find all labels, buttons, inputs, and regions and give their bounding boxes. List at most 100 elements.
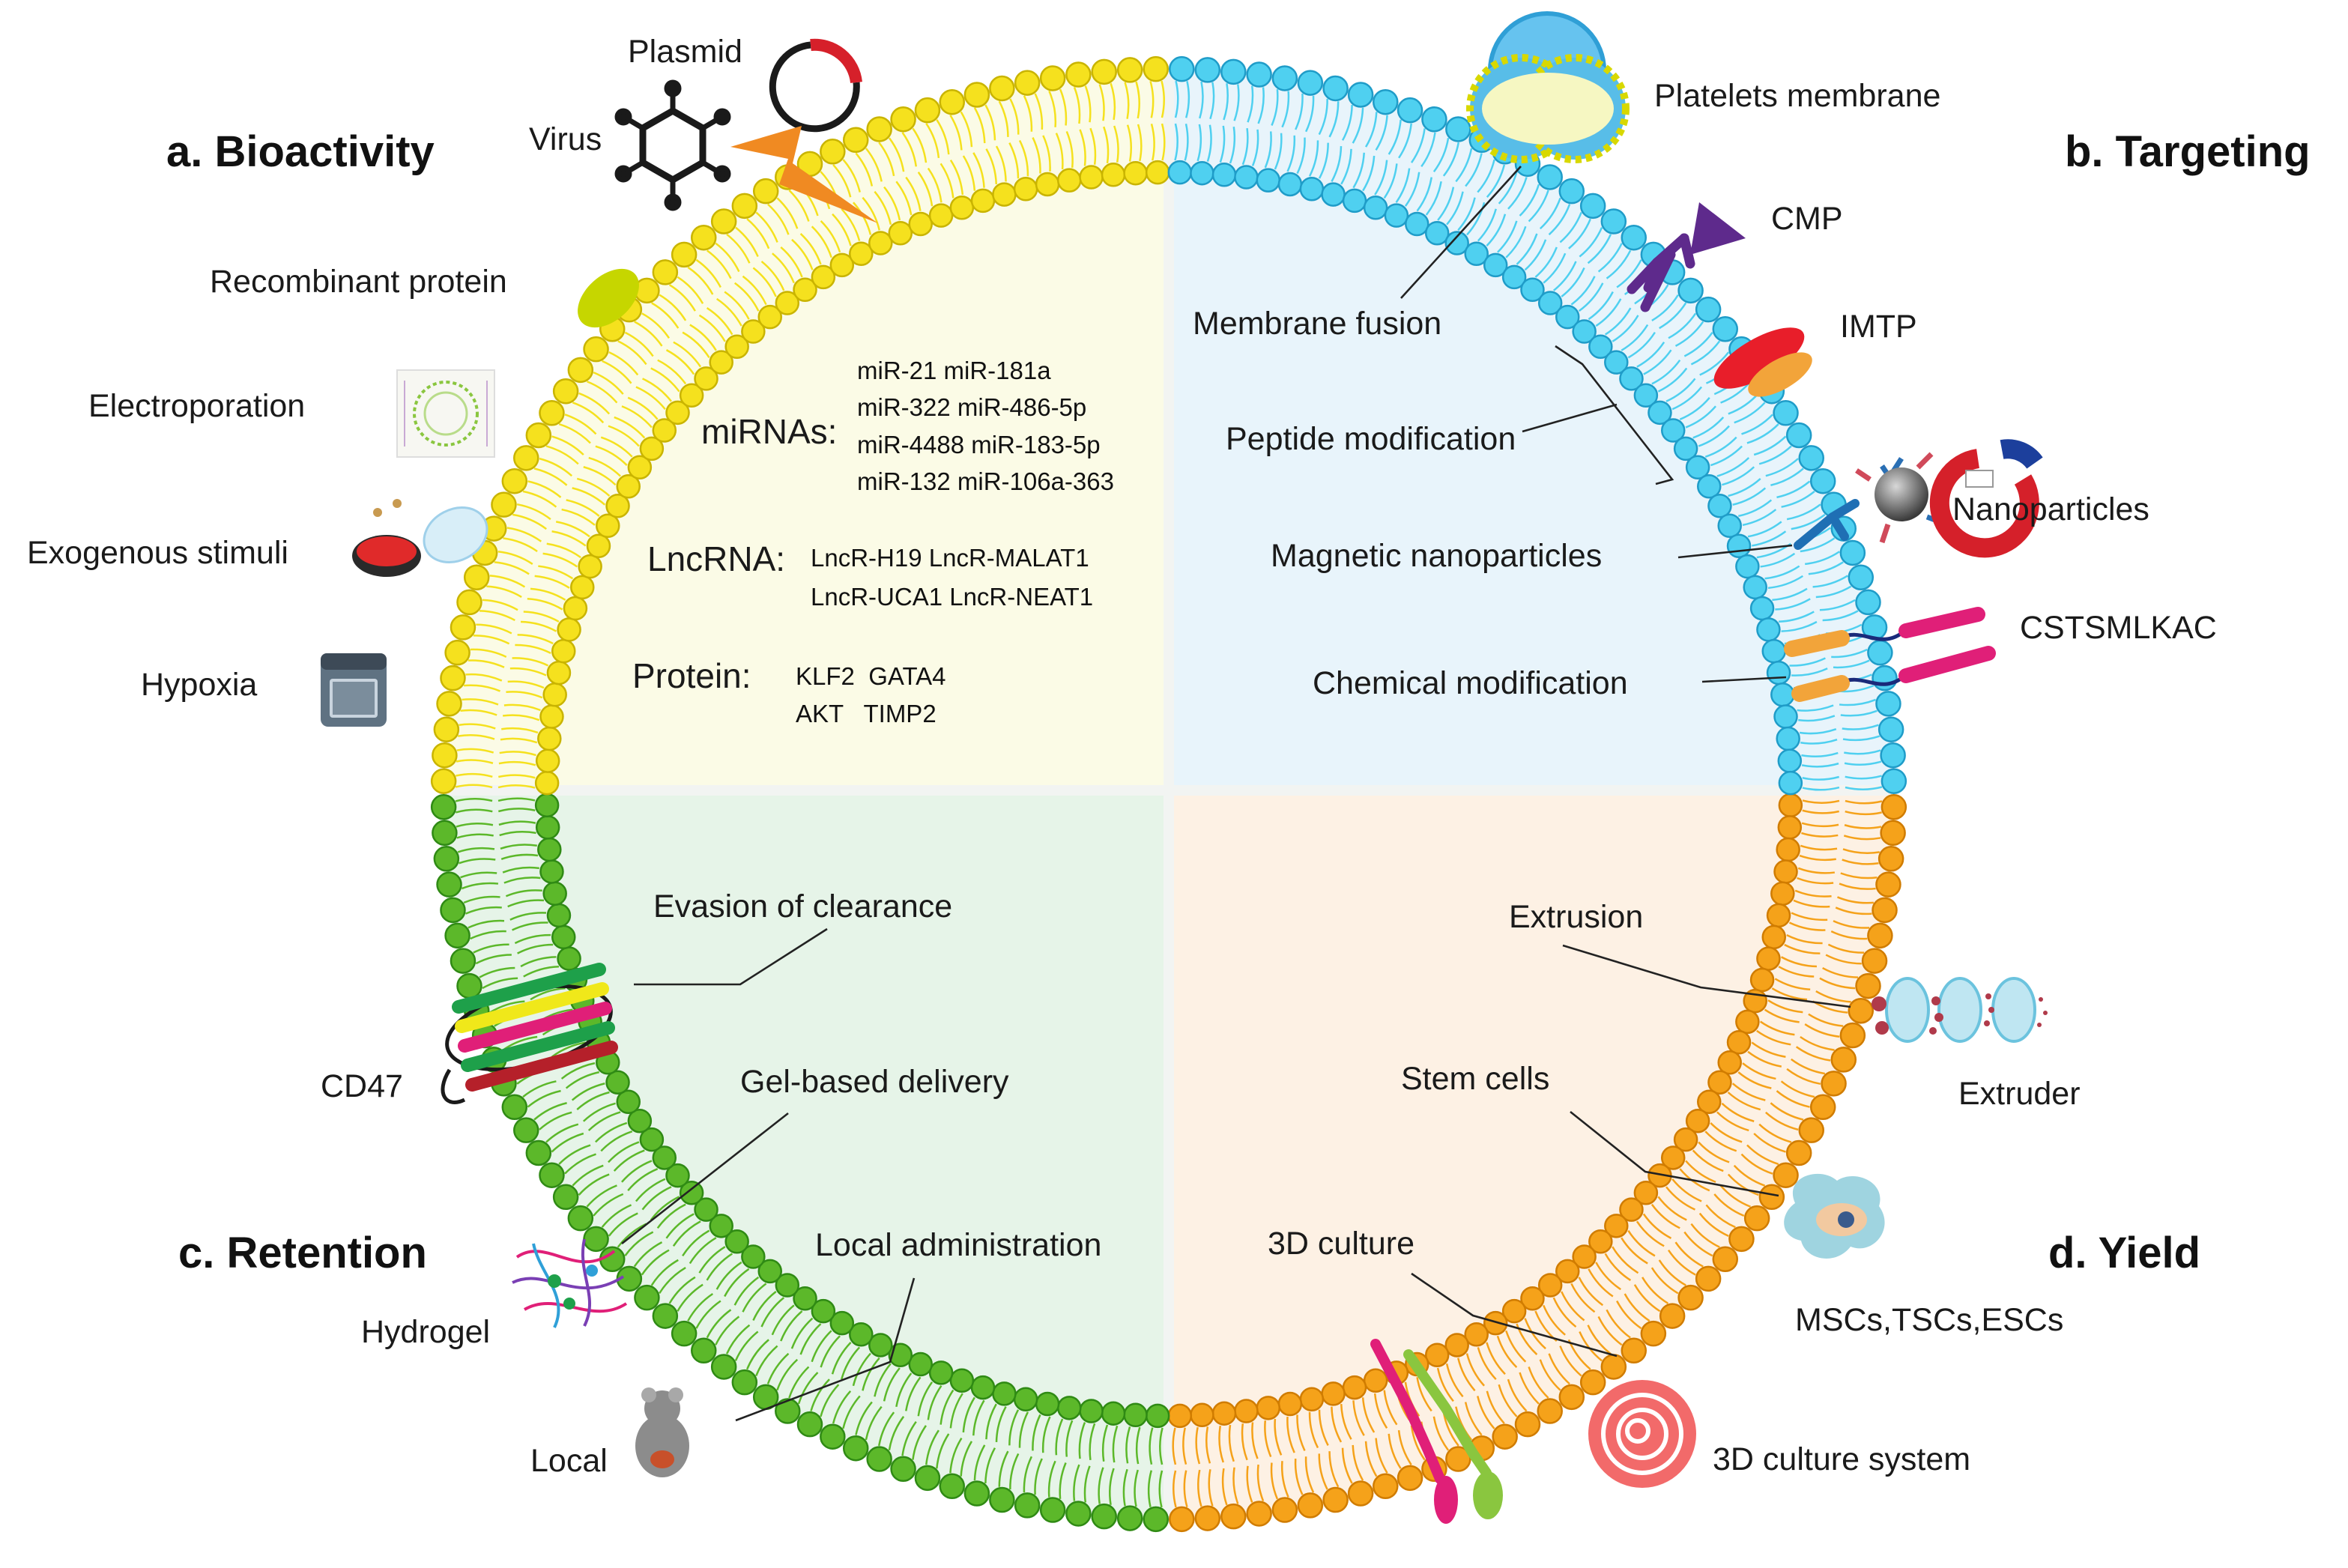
lipid-tail [695, 1300, 721, 1329]
lipid-head [908, 211, 933, 237]
lipid-tail [1587, 1325, 1612, 1355]
lipid-head [1726, 1030, 1752, 1055]
lipid-tail [1341, 104, 1353, 141]
lipid-tail [1477, 1347, 1497, 1381]
label-local: Local [530, 1443, 608, 1479]
lipid-tail [1704, 436, 1737, 458]
lipid-tail [1597, 243, 1623, 273]
lipid-tail [545, 445, 579, 465]
lipid-head [775, 1273, 800, 1298]
lipid-tail [1808, 1013, 1844, 1027]
lipid-tail [613, 1149, 645, 1172]
label-cmp: CMP [1771, 201, 1843, 237]
lipid-head [567, 1205, 594, 1232]
lipid-tail [1819, 977, 1856, 990]
lipid-tail [621, 1160, 653, 1183]
lipid-tail [1404, 172, 1420, 207]
lipid-tail [665, 349, 695, 375]
lipid-tail [1159, 1427, 1164, 1465]
lipid-tail [527, 480, 562, 498]
lipid-tail [1780, 956, 1817, 968]
lipid-tail [841, 208, 861, 241]
lipid-tail [1018, 1411, 1029, 1448]
mirna-line-1: miR-21 miR-181a [857, 357, 1051, 384]
lipid-tail [917, 172, 934, 207]
lipid-head [1778, 770, 1803, 796]
lipid-tail [512, 921, 548, 931]
lipid-tail [1791, 912, 1828, 921]
lipid-tail [551, 1132, 584, 1153]
lipid-head [1588, 334, 1613, 359]
lipid-head [1220, 58, 1247, 85]
lipid-tail [1579, 227, 1603, 258]
lipid-head [513, 1117, 539, 1143]
lipid-head [1035, 1391, 1060, 1417]
lipid-tail [1098, 84, 1105, 121]
lipid-tail [1274, 1418, 1283, 1456]
lipid-tail [500, 853, 539, 860]
lipid-tail [656, 1203, 686, 1229]
lipid-tail [1543, 252, 1567, 284]
lipid-head [1766, 903, 1791, 928]
lipid-tail [1839, 883, 1876, 890]
leader-membrane-fusion [1400, 166, 1522, 299]
lipid-tail [1802, 786, 1840, 791]
lipid-tail [503, 877, 541, 884]
lipid-tail [1822, 966, 1859, 978]
lipid-tail [1206, 124, 1212, 162]
lipid-tail [1797, 867, 1836, 874]
lipid-tail [1271, 88, 1279, 126]
lipid-tail [1008, 142, 1020, 179]
lipid-tail [1009, 1453, 1020, 1490]
lipid-tail [1733, 1164, 1766, 1187]
lipid-tail [634, 321, 663, 347]
lipid-head [1520, 1286, 1545, 1311]
lipid-tail [516, 503, 551, 521]
lipid-tail [1205, 1426, 1211, 1464]
lipid-head [616, 474, 641, 499]
lipid-tail [1636, 1220, 1665, 1247]
lipid-tail [1432, 137, 1450, 172]
leader-3d-culture [1411, 1272, 1618, 1357]
lipid-head [433, 846, 460, 872]
label-gel-based-delivery: Gel-based delivery [740, 1064, 1009, 1100]
lipid-tail [1561, 267, 1585, 297]
lipid-tail [600, 1130, 633, 1152]
lipid-tail [1767, 575, 1804, 590]
lipid-tail [1679, 397, 1710, 420]
lipid-tail [1032, 137, 1041, 174]
lipid-head [1872, 665, 1898, 691]
lipid-tail [1149, 80, 1155, 118]
lipid-tail [1801, 822, 1839, 828]
lipid-head [1271, 1497, 1298, 1523]
lipid-tail [1800, 1035, 1835, 1051]
lipid-tail [1690, 340, 1721, 366]
lipid-head [1839, 539, 1866, 566]
petri-dish-icon [352, 499, 488, 577]
lipid-tail [1183, 1470, 1188, 1508]
lipid-head [1621, 1337, 1647, 1364]
lipid-head [829, 1310, 855, 1336]
lipid-tail [998, 1450, 1009, 1487]
lipid-head [440, 897, 466, 924]
lipid-tail [1543, 1304, 1566, 1336]
lipid-tail [1486, 1390, 1505, 1424]
lipid-tail [650, 367, 680, 393]
lipid-tail [1721, 1102, 1755, 1122]
lipid-tail [1713, 1193, 1745, 1217]
lipid-tail [1722, 466, 1755, 486]
lipid-tail [755, 1345, 778, 1376]
lipid-head [525, 1139, 552, 1166]
lipid-tail [588, 456, 622, 477]
lipid-head [1600, 208, 1627, 234]
electroporation-icon [396, 369, 495, 458]
lipid-tail [1065, 130, 1074, 168]
lipid-head [1056, 1396, 1082, 1420]
lipid-tail [1627, 1229, 1656, 1257]
lipid-tail [797, 1372, 819, 1405]
lipid-tail [1651, 359, 1681, 385]
leader-extrusion [1562, 944, 1851, 1008]
lipid-tail [593, 371, 624, 395]
lipid-head [444, 639, 470, 666]
